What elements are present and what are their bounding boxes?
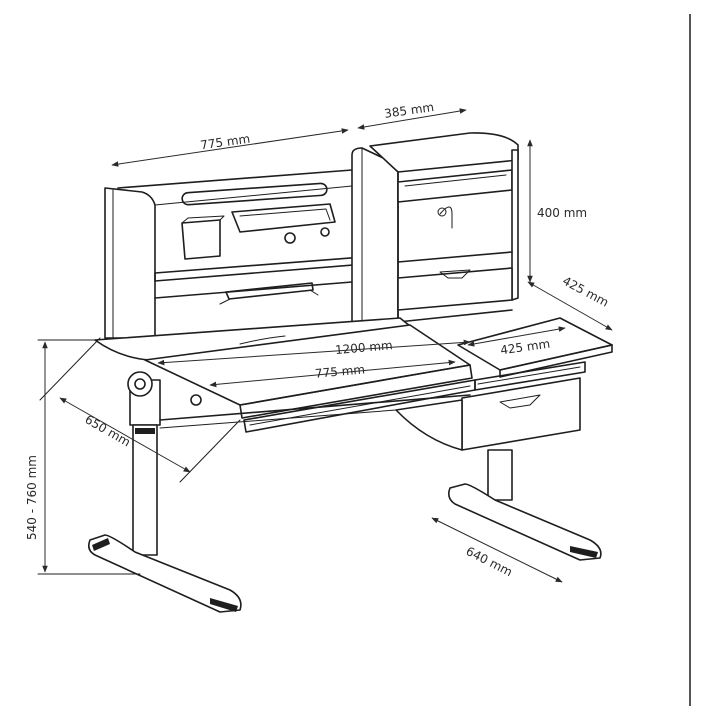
label-main-top-width: 775 mm xyxy=(314,362,365,380)
drawer-unit xyxy=(395,377,581,451)
hutch xyxy=(104,132,519,339)
label-side-top-width: 425 mm xyxy=(499,337,551,358)
label-side-shelf-width: 385 mm xyxy=(383,100,435,121)
label-desk-width: 1200 mm xyxy=(334,338,393,357)
label-shelf-height: 400 mm xyxy=(537,206,587,220)
dimension-lines xyxy=(37,108,613,583)
label-desk-depth: 650 mm xyxy=(82,412,132,449)
label-top-shelf-width: 775 mm xyxy=(199,132,251,153)
label-height-range: 540 - 760 mm xyxy=(25,455,39,540)
label-base-depth: 640 mm xyxy=(464,544,515,579)
